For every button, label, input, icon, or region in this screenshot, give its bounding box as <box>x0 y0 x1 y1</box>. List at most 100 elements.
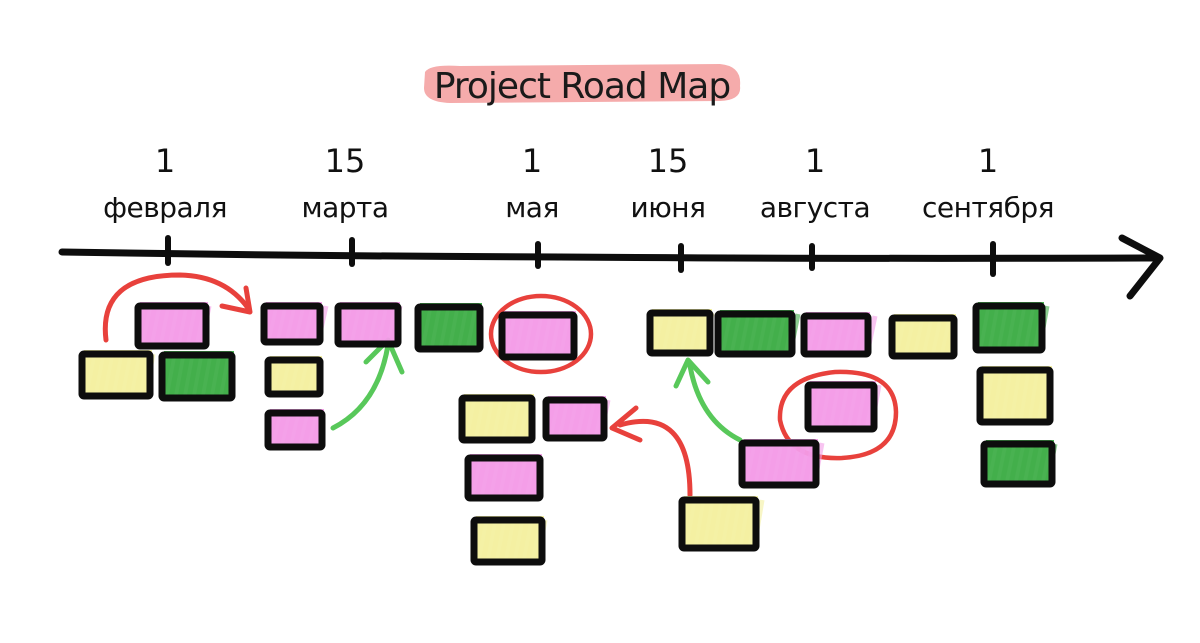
card-hatch <box>647 312 715 354</box>
date-month: августа <box>760 191 870 224</box>
task-card-pink <box>334 302 403 348</box>
task-card-pink <box>800 312 878 358</box>
task-card-yellow <box>976 366 1054 426</box>
card-frame <box>134 302 210 350</box>
annotations <box>102 272 899 498</box>
timeline-line <box>58 248 1162 262</box>
date-number: 1 <box>978 142 998 180</box>
date-label-5: 1 августа <box>760 142 871 224</box>
date-label-3: 1 мая <box>505 142 559 224</box>
red-arrowhead-2 <box>609 405 643 443</box>
green-curved-arrow-1 <box>330 342 391 431</box>
card-frame <box>78 350 154 400</box>
task-card-green <box>414 303 484 353</box>
task-card-yellow <box>264 356 324 398</box>
card-frame <box>470 516 546 566</box>
card-hatch <box>415 306 483 350</box>
green-arrowhead-2 <box>673 357 711 389</box>
card-hatch <box>973 305 1050 351</box>
card-frame <box>738 439 820 489</box>
timeline-axis <box>58 234 1164 300</box>
date-number: 1 <box>522 142 542 180</box>
card-hatch <box>335 305 403 345</box>
task-card-yellow <box>888 314 958 360</box>
card-frame <box>800 312 872 358</box>
card-frame <box>414 303 484 353</box>
task-card-green <box>158 351 236 402</box>
date-label-2: 15 марта <box>301 142 389 224</box>
card-frame <box>464 454 544 502</box>
task-card-pink <box>264 409 326 451</box>
card-hatch <box>543 399 611 439</box>
task-card-yellow <box>78 350 156 400</box>
card-frame <box>976 366 1054 426</box>
date-labels: 1 февраля 15 марта 1 мая 15 июня 1 авгус… <box>103 142 1054 224</box>
task-card-yellow <box>470 516 548 566</box>
task-card-yellow <box>458 394 536 444</box>
card-frame <box>264 409 326 451</box>
date-label-6: 1 сентября <box>922 142 1054 224</box>
task-card-yellow <box>678 496 765 552</box>
card-frame <box>334 302 402 348</box>
card-hatch <box>159 354 236 399</box>
task-card-pink <box>134 302 212 350</box>
date-month: сентября <box>922 191 1054 224</box>
card-hatch <box>977 369 1054 423</box>
date-month: марта <box>301 191 388 224</box>
card-hatch <box>261 305 329 343</box>
card-hatch <box>135 305 212 347</box>
card-hatch <box>981 443 1058 485</box>
red-arrowhead-1 <box>219 285 253 315</box>
card-hatch <box>459 397 536 441</box>
card-hatch <box>465 457 542 499</box>
date-number: 15 <box>325 142 366 180</box>
task-card-green <box>972 302 1050 354</box>
task-card-pink <box>738 439 825 489</box>
date-month: февраля <box>103 191 227 224</box>
card-frame <box>980 440 1056 488</box>
card-frame <box>972 302 1046 354</box>
card-frame <box>458 394 536 444</box>
date-number: 1 <box>155 142 175 180</box>
task-card-pink <box>542 396 611 442</box>
task-card-pink <box>464 454 544 502</box>
date-label-4: 15 июня <box>631 142 706 224</box>
card-frame <box>498 311 578 361</box>
red-circle-1 <box>488 293 594 375</box>
red-curved-arrow-2 <box>617 418 693 498</box>
card-hatch <box>805 384 882 430</box>
card-frame <box>804 381 878 433</box>
card-hatch <box>79 353 156 397</box>
red-curved-arrow-1 <box>102 272 251 343</box>
card-hatch <box>801 315 878 355</box>
task-cards <box>78 302 1058 566</box>
card-hatch <box>889 317 957 357</box>
card-frame <box>260 302 324 346</box>
date-number: 15 <box>648 142 689 180</box>
date-month: июня <box>631 191 706 224</box>
page-title: Project Road Map <box>434 66 730 107</box>
card-hatch <box>499 314 576 358</box>
timeline-arrowhead <box>1118 234 1164 300</box>
date-number: 1 <box>805 142 825 180</box>
task-card-pink <box>498 311 578 361</box>
title-group: Project Road Map <box>424 64 741 107</box>
card-frame <box>714 310 796 358</box>
card-hatch <box>471 519 548 563</box>
task-card-pink <box>804 381 882 433</box>
title-highlight <box>424 64 741 103</box>
card-frame <box>542 396 608 442</box>
card-frame <box>264 356 324 398</box>
task-card-pink <box>260 302 329 346</box>
task-card-yellow <box>646 309 715 357</box>
card-frame <box>888 314 958 360</box>
date-month: мая <box>505 191 559 224</box>
card-hatch <box>265 412 324 448</box>
task-card-green <box>980 440 1058 488</box>
card-frame <box>158 351 236 402</box>
card-frame <box>678 496 760 552</box>
card-hatch <box>265 359 324 395</box>
date-label-1: 1 февраля <box>103 142 227 224</box>
card-frame <box>646 309 714 357</box>
